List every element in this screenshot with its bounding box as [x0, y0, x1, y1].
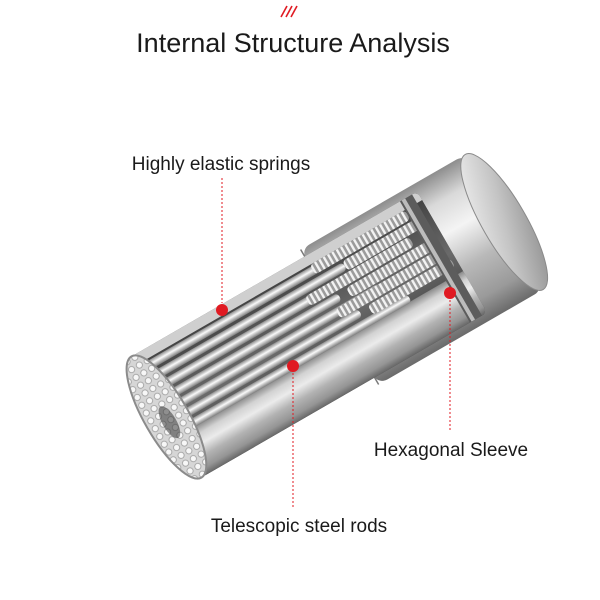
socket-tool-illustration — [125, 153, 549, 480]
label-sleeve: Hexagonal Sleeve — [374, 440, 528, 461]
red-dot-icon — [287, 360, 299, 372]
label-rods: Telescopic steel rods — [211, 516, 387, 537]
highly-elastic-springs — [306, 211, 454, 318]
red-dot-icon — [444, 287, 456, 299]
red-dot-icon — [216, 304, 228, 316]
label-springs: Highly elastic springs — [132, 154, 310, 175]
callout-sleeve: Hexagonal Sleeve — [374, 287, 528, 461]
callout-rods: Telescopic steel rods — [211, 360, 387, 537]
red-slash-marks-icon — [280, 5, 298, 18]
diagram-title: Internal Structure Analysis — [136, 28, 450, 58]
callout-springs: Highly elastic springs — [132, 154, 310, 316]
sleeve-end-cap — [460, 153, 549, 291]
